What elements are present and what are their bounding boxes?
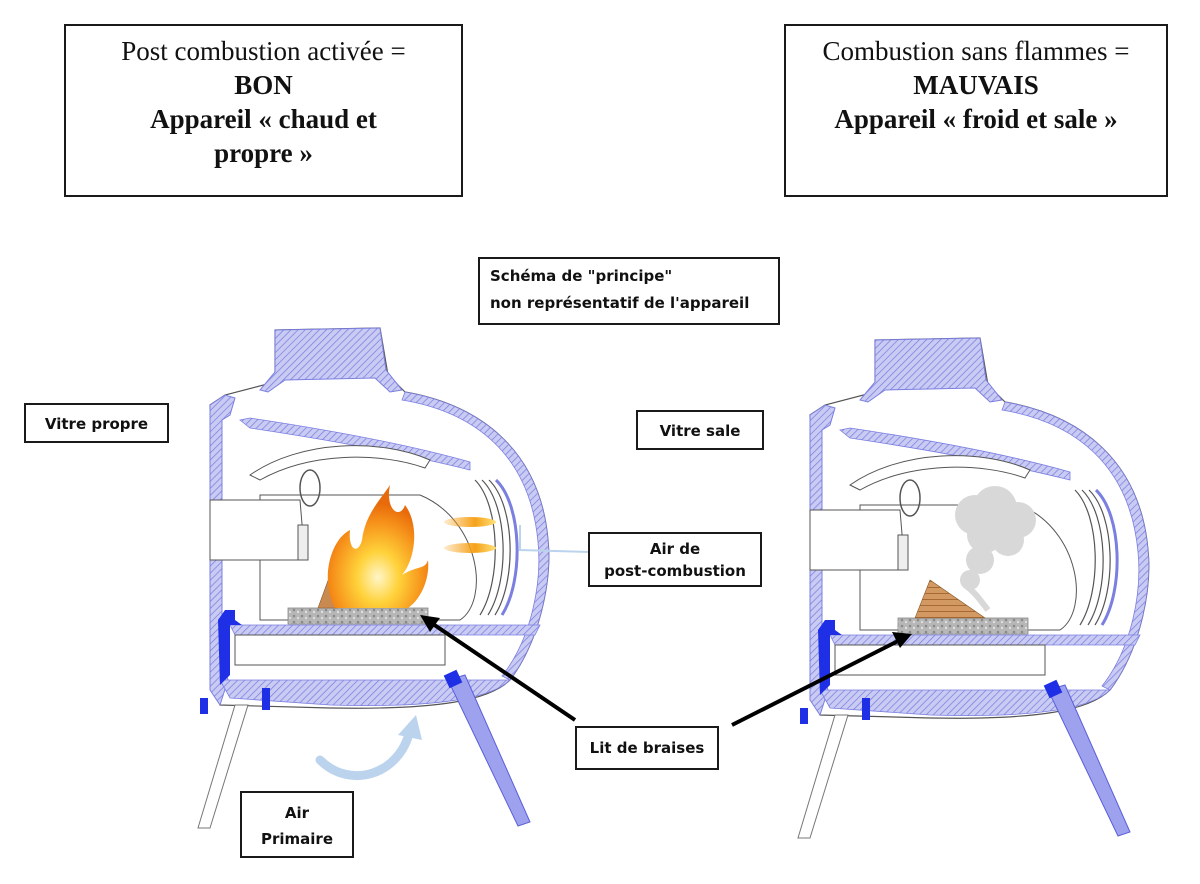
- ash-drawer: [834, 644, 1046, 676]
- stove-shell-hatch: [401, 391, 550, 681]
- stove-shell-hatch: [1001, 401, 1150, 691]
- wood-pile: [914, 579, 986, 619]
- ring-handle: [899, 479, 921, 517]
- ember-bed-label: Lit de braises: [575, 726, 719, 770]
- post-combustion-grille: [1074, 488, 1119, 626]
- post-combustion-grille: [474, 478, 519, 616]
- flame: [327, 485, 429, 608]
- primary-air-line1: Air: [284, 804, 310, 822]
- good-desc-line2: propre »: [214, 138, 313, 168]
- leg-bracket: [443, 669, 463, 689]
- good-combustion-box: Post combustion activée = BON Appareil «…: [64, 24, 463, 197]
- primary-air-control: [862, 698, 870, 720]
- baffle: [839, 427, 1071, 481]
- handle-plate: [897, 534, 909, 571]
- ember-bed-text: Lit de braises: [589, 739, 705, 757]
- left-leg: [797, 714, 849, 839]
- bad-verdict: MAUVAIS: [913, 70, 1039, 100]
- stove-diagram-good: [197, 327, 591, 829]
- dirty-glass-label: Vitre sale: [636, 410, 764, 450]
- principle-note-box: Schéma de "principe" non représentatif d…: [478, 257, 780, 325]
- good-desc-line1: Appareil « chaud et: [150, 104, 377, 134]
- ring-handle: [299, 469, 321, 507]
- good-title: Post combustion activée =: [121, 36, 406, 66]
- primary-air-line2: Primaire: [261, 830, 333, 848]
- clean-glass-text: Vitre propre: [44, 415, 149, 433]
- bottom-shell: [819, 689, 1111, 717]
- deflector: [249, 445, 431, 481]
- flue-collar: [259, 327, 403, 393]
- post-air-line1: Air de: [649, 540, 701, 558]
- leg-bracket: [1043, 679, 1063, 699]
- note-line2: non représentatif de l'appareil: [490, 294, 750, 312]
- bad-title: Combustion sans flammes =: [822, 36, 1130, 66]
- post-combustion-air-line: [519, 525, 591, 553]
- bad-combustion-box: Combustion sans flammes = MAUVAIS Appare…: [784, 24, 1168, 197]
- primary-air-arrow: [315, 725, 415, 781]
- post-combustion-air-label: Air de post-combustion: [588, 532, 762, 587]
- post-combustion-jet-lower: [444, 543, 496, 553]
- deflector: [849, 455, 1031, 491]
- stove-diagram-bad: [797, 337, 1150, 839]
- handle-plate: [297, 524, 309, 561]
- primary-air-label: Air Primaire: [240, 791, 354, 858]
- arrowhead-right: [892, 632, 912, 648]
- primary-air-arrowhead: [398, 715, 422, 740]
- baffle: [239, 417, 471, 471]
- air-lever: [200, 698, 208, 714]
- note-line1: Schéma de "principe": [490, 267, 673, 285]
- post-air-line2: post-combustion: [604, 562, 746, 580]
- arrowhead-left: [420, 615, 440, 632]
- air-lever: [800, 708, 808, 724]
- arrow-to-embers-right: [731, 638, 901, 727]
- bottom-shell: [219, 679, 511, 707]
- left-leg: [197, 704, 249, 829]
- flue-collar: [859, 337, 1003, 403]
- post-combustion-jet-upper: [444, 517, 496, 527]
- primary-air-control: [262, 688, 270, 710]
- bad-desc-line1: Appareil « froid et sale »: [834, 104, 1118, 134]
- good-verdict: BON: [234, 70, 293, 100]
- door-latch: [218, 610, 242, 685]
- arrow-to-embers-left: [428, 620, 577, 722]
- dirty-glass-text: Vitre sale: [659, 422, 741, 440]
- smoke-cloud: [955, 486, 1036, 612]
- ash-drawer: [234, 634, 446, 666]
- clean-glass-label: Vitre propre: [24, 403, 169, 443]
